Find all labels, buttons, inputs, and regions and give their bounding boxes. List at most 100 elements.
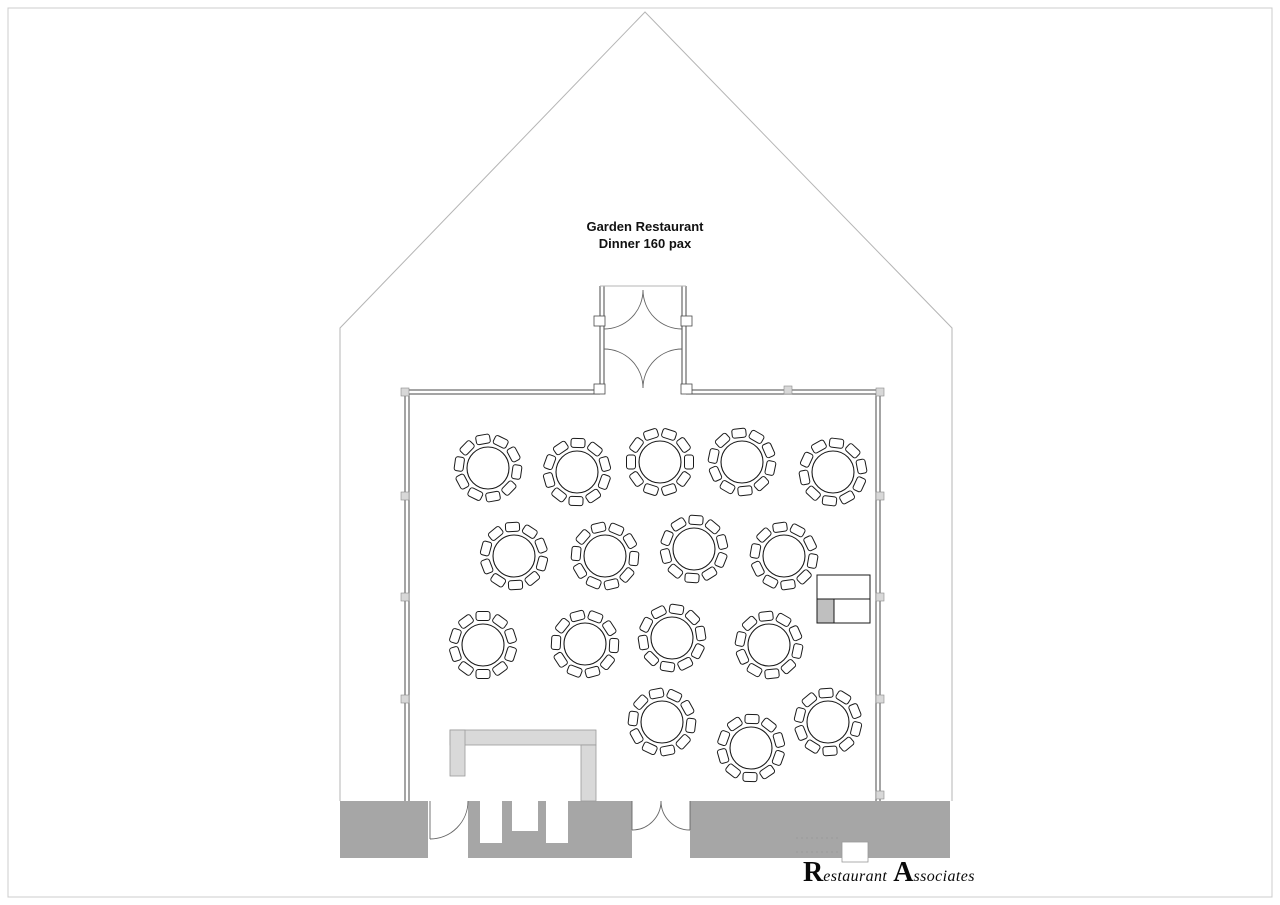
chair — [806, 553, 819, 569]
vestibule-walls — [599, 286, 687, 390]
entrance-door-swings — [603, 289, 683, 389]
chair — [600, 654, 615, 671]
chair — [828, 437, 845, 449]
wall-tick — [875, 694, 885, 704]
chair — [780, 659, 797, 675]
entrance-door-arc — [603, 348, 644, 389]
chair — [668, 603, 685, 616]
chair — [666, 688, 683, 703]
wall-tick — [875, 790, 885, 800]
bottom-wall-band — [340, 801, 950, 858]
dining-table — [550, 609, 620, 679]
chair — [735, 648, 750, 665]
detail-box — [841, 841, 869, 863]
chair — [584, 665, 601, 679]
chair — [629, 471, 644, 487]
chair — [805, 485, 821, 501]
chair — [543, 454, 557, 471]
chair — [661, 428, 677, 441]
chair — [684, 572, 700, 584]
table-top — [811, 450, 855, 494]
entrance-door-arc — [642, 289, 683, 330]
table-top — [466, 446, 510, 490]
dining-table — [637, 603, 707, 673]
chair — [626, 454, 636, 470]
chair — [799, 451, 814, 468]
logo-text-estaurant: estaurant — [823, 868, 888, 885]
chair — [659, 744, 676, 757]
chair — [744, 713, 760, 725]
chair — [475, 669, 491, 679]
chair — [475, 433, 491, 446]
service-station — [816, 574, 871, 624]
chair — [734, 631, 747, 647]
chair — [726, 716, 743, 732]
chair — [753, 476, 770, 492]
table-top — [806, 700, 850, 744]
chair — [643, 483, 659, 496]
chair — [568, 495, 584, 507]
chair — [458, 614, 474, 629]
chair — [772, 732, 786, 748]
table-top — [720, 440, 764, 484]
wall-tick — [875, 592, 885, 602]
chair — [761, 717, 777, 733]
dining-table — [659, 514, 729, 584]
chair — [714, 551, 728, 568]
table-top — [640, 700, 684, 744]
chair — [762, 574, 779, 589]
chair — [684, 454, 694, 470]
chair — [643, 650, 660, 667]
chair — [845, 443, 861, 459]
chair — [848, 703, 862, 720]
dining-tables — [449, 427, 868, 783]
chair — [507, 579, 524, 591]
chair — [639, 616, 654, 633]
logo-initial-r: R — [803, 857, 824, 888]
dining-table — [479, 521, 549, 591]
table-top — [747, 623, 791, 667]
chair — [798, 469, 811, 486]
chair — [659, 548, 672, 564]
logo-text-ssociates: ssociates — [913, 868, 975, 885]
table-top — [492, 534, 536, 578]
wall-tick — [875, 491, 885, 501]
chair — [788, 625, 803, 642]
chair — [552, 440, 569, 456]
table-top — [583, 534, 627, 578]
chair — [796, 569, 812, 585]
table-top — [729, 726, 773, 770]
chair — [835, 690, 852, 705]
chair — [643, 428, 659, 441]
chair — [504, 646, 517, 662]
sheet-border — [7, 7, 1273, 898]
chair — [492, 435, 509, 449]
plan-title-line2: Dinner 160 pax — [598, 236, 692, 251]
chair — [772, 521, 788, 533]
chair — [566, 664, 583, 678]
chair — [629, 728, 644, 745]
chair — [761, 442, 776, 459]
table-top — [638, 440, 682, 484]
chair — [455, 473, 470, 490]
dining-table — [626, 428, 694, 496]
chair — [485, 490, 501, 503]
chair — [716, 748, 730, 764]
chair — [794, 724, 808, 741]
chair — [742, 771, 758, 783]
entrance-door-arc — [642, 348, 683, 389]
chair — [684, 609, 701, 626]
chair — [598, 456, 612, 472]
chair — [492, 614, 508, 629]
chair — [818, 687, 834, 699]
chair — [570, 545, 582, 562]
chair — [680, 699, 695, 716]
dining-table — [798, 437, 868, 507]
dining-table — [734, 610, 804, 680]
wall-tick — [400, 491, 410, 501]
chair — [608, 637, 620, 654]
dining-table — [627, 687, 697, 757]
chair — [803, 535, 817, 552]
chair — [603, 578, 620, 591]
